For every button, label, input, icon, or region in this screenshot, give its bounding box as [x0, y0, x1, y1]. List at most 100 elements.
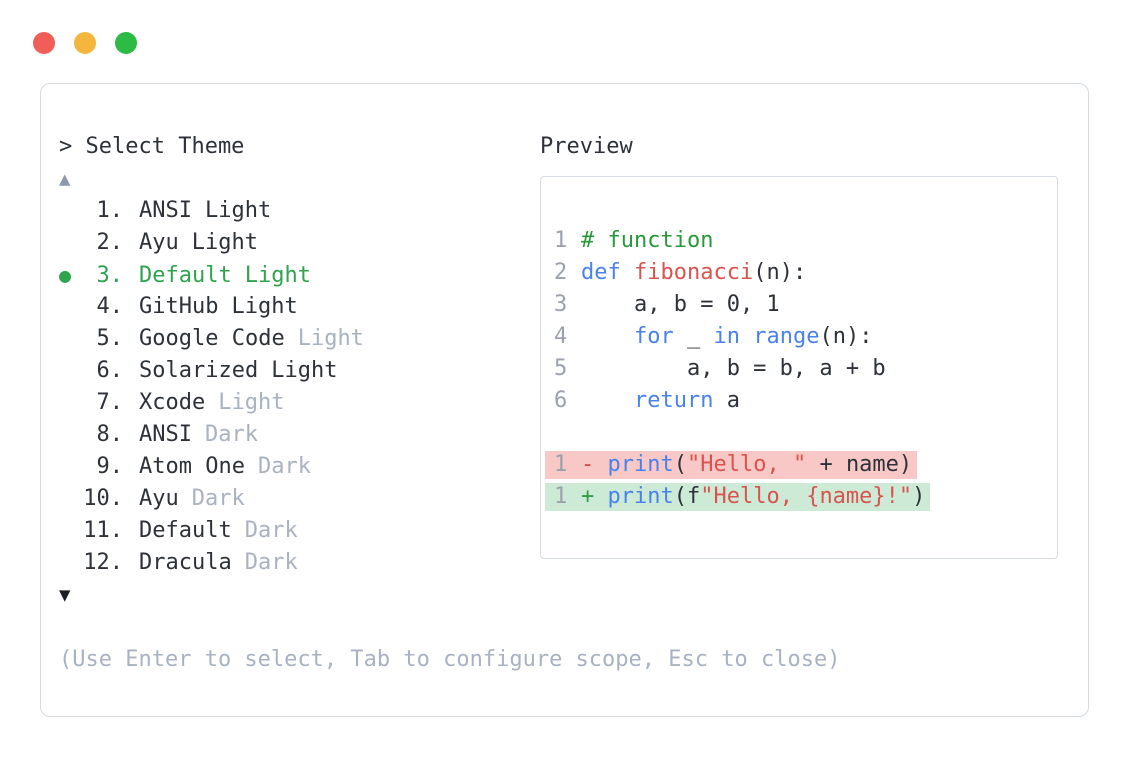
code-line: 6 return a: [554, 385, 1044, 417]
theme-list-item[interactable]: 11. Default Dark: [59, 515, 540, 547]
code-token: range: [753, 324, 820, 349]
code-token: "Hello, ": [686, 452, 807, 477]
code-token: (f: [673, 484, 701, 509]
code-line: 3 a, b = 0, 1: [554, 289, 1044, 321]
line-number: 3: [554, 292, 568, 317]
code-token: print: [607, 484, 674, 509]
theme-list-item[interactable]: 4. GitHub Light: [59, 291, 540, 323]
code-line: 1 + print(f"Hello, {name}!"): [545, 481, 1044, 513]
item-suffix: Light: [191, 230, 258, 255]
item-suffix: Dark: [191, 486, 245, 511]
theme-list-item[interactable]: 2. Ayu Light: [59, 227, 540, 259]
code-token: # function: [581, 228, 714, 253]
item-number: 3.: [96, 263, 124, 288]
item-number: 6.: [96, 358, 124, 383]
item-number: 9.: [96, 454, 124, 479]
theme-list-item[interactable]: 5. Google Code Light: [59, 323, 540, 355]
item-label: Dracula: [139, 550, 232, 575]
code-token: +: [581, 484, 608, 509]
item-number: 1.: [96, 198, 124, 223]
item-suffix: Light: [244, 263, 311, 288]
code-line-content: [554, 420, 581, 445]
code-line-content: 3 a, b = 0, 1: [554, 292, 780, 317]
code-token: [740, 324, 753, 349]
code-token: [581, 324, 634, 349]
code-token: def: [581, 260, 621, 285]
code-line-content: 6 return a: [554, 388, 740, 413]
line-number: 1: [554, 484, 568, 509]
item-label: Default: [139, 263, 232, 288]
code-token: -: [581, 452, 608, 477]
code-token: print: [607, 452, 674, 477]
code-token: "Hello, {name}!": [700, 484, 913, 509]
item-suffix: Light: [204, 198, 272, 223]
code-token: a: [713, 388, 740, 413]
item-label: GitHub: [139, 294, 219, 319]
code-line: 1- print("Hello, " + name): [545, 449, 1044, 481]
zoom-button[interactable]: [115, 32, 137, 54]
code-token: for: [633, 324, 674, 349]
minimize-button[interactable]: [74, 32, 96, 54]
item-label: ANSI: [139, 198, 192, 223]
scroll-up-icon[interactable]: ▲: [59, 168, 71, 190]
item-suffix: Dark: [244, 550, 298, 575]
code-token: (n):: [819, 324, 873, 349]
code-line: 1 # function: [554, 225, 1044, 257]
code-token: + name): [806, 452, 913, 477]
preview-panel: Preview 1 # function 2 def fibonacci (n): 3 a…: [540, 131, 1070, 611]
item-label: Solarized: [139, 358, 259, 383]
item-suffix: Dark: [257, 454, 311, 479]
line-number: 1: [554, 452, 568, 477]
code-token: a, b = b, a + b: [581, 356, 886, 381]
code-token: in: [713, 324, 740, 349]
code-token: [581, 388, 634, 413]
scroll-down-icon[interactable]: ▼: [59, 584, 71, 606]
preview-label: Preview: [540, 134, 633, 159]
code-token: _: [673, 324, 714, 349]
code-line-content: 4 for _ in range(n):: [554, 324, 872, 349]
code-token: return: [633, 388, 714, 413]
code-token: fibonacci: [634, 260, 754, 285]
theme-list-item[interactable]: 9. Atom One Dark: [59, 451, 540, 483]
line-number: 4: [554, 324, 568, 349]
item-label: Ayu: [139, 230, 179, 255]
item-number: 11.: [83, 518, 123, 543]
item-number: 5.: [96, 326, 124, 351]
code-token: (: [673, 452, 687, 477]
item-label: ANSI: [139, 422, 192, 447]
item-number: 2.: [96, 230, 124, 255]
item-label: Google Code: [139, 326, 285, 351]
close-button[interactable]: [33, 32, 55, 54]
item-suffix: Light: [218, 390, 285, 415]
item-number: 7.: [96, 390, 124, 415]
item-label: Atom One: [139, 454, 245, 479]
item-suffix: Dark: [244, 518, 298, 543]
item-suffix: Light: [231, 294, 298, 319]
item-suffix: Dark: [204, 422, 258, 447]
code-line: 5 a, b = b, a + b: [554, 353, 1044, 385]
theme-list-item[interactable]: 1. ANSI Light: [59, 195, 540, 227]
item-label: Ayu: [139, 486, 179, 511]
item-number: 4.: [96, 294, 124, 319]
code-token: [621, 260, 634, 285]
preview-box: 1 # function 2 def fibonacci (n): 3 a, b = 0,…: [540, 176, 1058, 559]
item-label: Default: [139, 518, 232, 543]
line-number: 1: [554, 228, 568, 253]
code-token: ): [912, 484, 926, 509]
item-suffix: Light: [297, 326, 364, 351]
diff-removed-line: 1- print("Hello, " + name): [545, 451, 918, 479]
code-line: 4 for _ in range(n):: [554, 321, 1044, 353]
diff-added-line: 1 + print(f"Hello, {name}!"): [545, 483, 931, 511]
line-number: 2: [554, 260, 568, 285]
